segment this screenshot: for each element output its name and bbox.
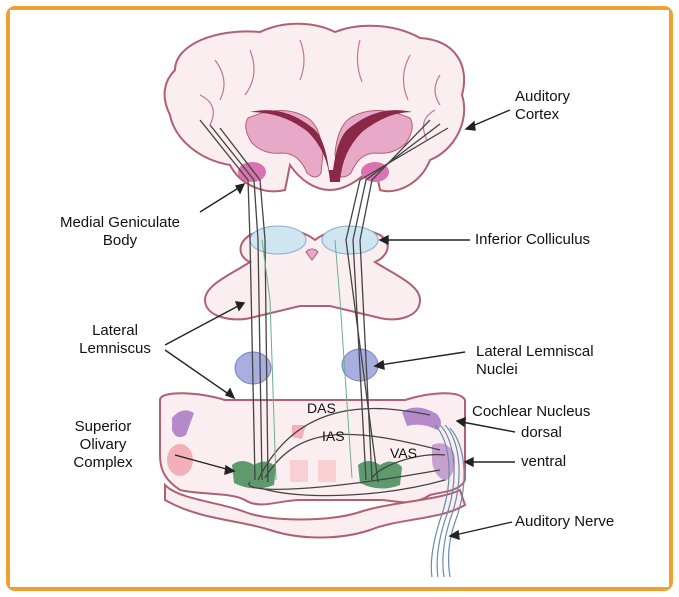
cerebrum — [165, 24, 465, 192]
lateral-lemniscus-label-line1: Lateral — [60, 322, 170, 340]
lateral-lemniscus-label: Lateral Lemniscus — [60, 322, 170, 358]
soc-label-line3: Complex — [48, 454, 158, 472]
auditory-cortex-label: Auditory Cortex — [515, 88, 570, 124]
auditory-cortex-label-line1: Auditory — [515, 88, 570, 106]
cochlear-nucleus-label: Cochlear Nucleus — [472, 403, 590, 421]
mgb-label-line2: Body — [30, 232, 210, 250]
medial-geniculate-body-label: Medial Geniculate Body — [30, 214, 210, 250]
soc-label-line2: Olivary — [48, 436, 158, 454]
lln-label-line2: Nuclei — [476, 361, 594, 379]
auditory-cortex-label-line2: Cortex — [515, 106, 570, 124]
ventral-label: ventral — [521, 453, 566, 471]
lateral-lemniscus-label-line2: Lemniscus — [60, 340, 170, 358]
das-label: DAS — [307, 400, 336, 416]
inferior-colliculus-label: Inferior Colliculus — [475, 231, 590, 249]
lln-label-line1: Lateral Lemniscal — [476, 343, 594, 361]
dorsal-label: dorsal — [521, 424, 562, 442]
ias-label: IAS — [322, 428, 345, 444]
mgb-label-line1: Medial Geniculate — [30, 214, 210, 232]
soc-label-line1: Superior — [48, 418, 158, 436]
superior-olivary-complex-label: Superior Olivary Complex — [48, 418, 158, 472]
vas-label: VAS — [390, 445, 417, 461]
lateral-lemniscal-nuclei-label: Lateral Lemniscal Nuclei — [476, 343, 594, 379]
lateral-lemniscal-nuclei — [235, 349, 378, 384]
auditory-nerve-label: Auditory Nerve — [515, 513, 614, 531]
